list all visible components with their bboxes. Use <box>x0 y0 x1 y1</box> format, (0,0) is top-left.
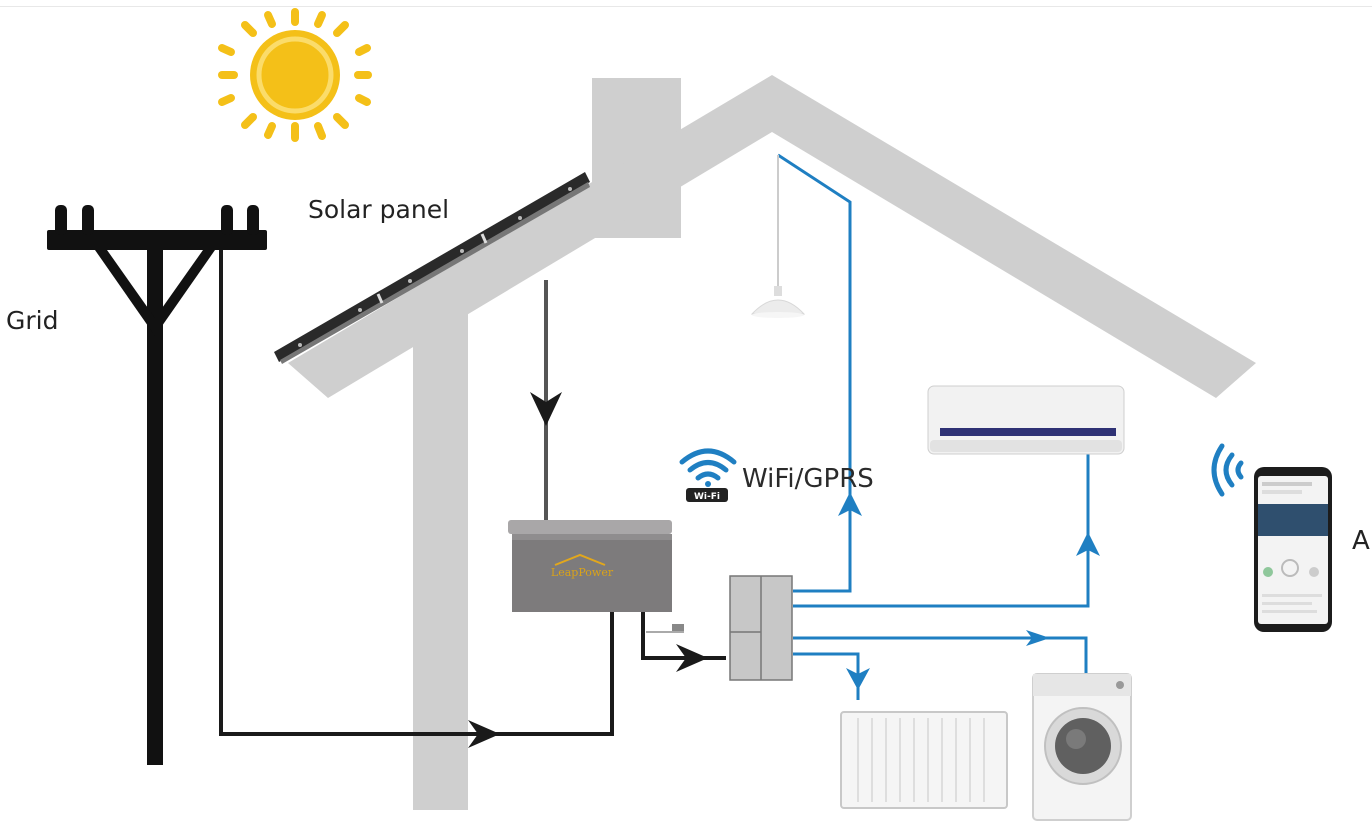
wifi-gprs-label: WiFi/GPRS <box>742 464 874 494</box>
sun-icon <box>218 8 372 142</box>
flow-arrows-black <box>468 392 708 748</box>
smartphone-icon <box>1254 467 1332 632</box>
washing-machine-icon <box>1032 673 1132 821</box>
connector-icon <box>646 624 684 633</box>
top-border <box>0 6 1372 7</box>
dc-flow-lines <box>219 250 726 736</box>
distribution-box-icon <box>729 575 793 681</box>
grid-label: Grid <box>6 306 59 335</box>
radiator-icon <box>840 711 1008 809</box>
pendant-lamp-icon <box>750 286 806 318</box>
wifi-icon <box>679 448 737 487</box>
ac-flow-lines <box>777 153 1090 700</box>
solar-panel-icon <box>274 172 590 364</box>
battery-brand-label: LeapPower <box>551 566 614 579</box>
svg-text:Wi-Fi: Wi-Fi <box>694 492 720 502</box>
power-pole-icon <box>47 205 267 765</box>
app-label: A <box>1352 526 1370 556</box>
house <box>288 75 1256 810</box>
wifi-badge: Wi-Fi <box>686 488 728 502</box>
solar-panel-label: Solar panel <box>308 195 450 224</box>
flow-arrows-blue <box>838 492 1100 690</box>
phone-wifi-icon <box>1211 443 1244 497</box>
battery-icon: LeapPower <box>508 520 672 612</box>
air-conditioner-icon <box>927 385 1125 455</box>
